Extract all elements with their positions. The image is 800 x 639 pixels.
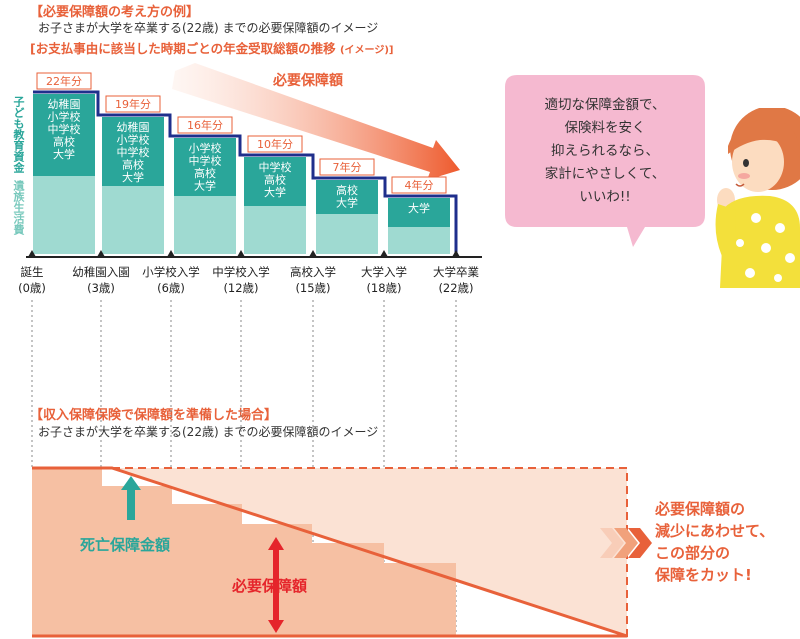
death-benefit-line xyxy=(32,466,628,638)
section2-subtitle: お子さまが大学を卒業する(22歳) までの必要保障額のイメージ xyxy=(38,425,379,439)
years-label: 4年分 xyxy=(405,178,434,192)
education-bar xyxy=(33,94,95,176)
milestone-label: 小学校入学 (6歳) xyxy=(131,264,211,296)
milestone-marker xyxy=(97,250,105,257)
children-education-label: 子ども教育資金 xyxy=(12,96,25,173)
milestone-age: (15歳) xyxy=(295,281,331,295)
living-bar xyxy=(174,196,236,254)
milestone-event: 大学卒業 xyxy=(433,265,479,279)
milestone-label: 大学卒業 (22歳) xyxy=(416,264,496,296)
living-bar xyxy=(244,206,306,254)
school-label: 中学校 xyxy=(48,122,81,136)
years-box xyxy=(177,116,233,134)
section1-subtitle2: [お支払事由に該当した時期ごとの年金受取総額の推移 (イメージ)] xyxy=(30,41,394,56)
years-box xyxy=(319,158,375,176)
school-label: 中学校 xyxy=(117,145,150,159)
school-label: 大学 xyxy=(264,185,286,199)
milestone-label: 大学入学 (18歳) xyxy=(344,264,424,296)
milestone-age: (22歳) xyxy=(438,281,474,295)
required-amount-arrow xyxy=(172,63,460,180)
cut-description: 必要保障額の 減少にあわせて、 この部分の 保障をカット! xyxy=(655,500,775,584)
chevron-icon-2 xyxy=(614,528,638,558)
chevron-icon-1 xyxy=(600,528,624,558)
years-label: 19年分 xyxy=(115,97,151,111)
section1-subtitle: お子さまが大学を卒業する(22歳) までの必要保障額のイメージ xyxy=(38,21,379,35)
education-bar xyxy=(102,117,164,186)
chevron-icon-3 xyxy=(628,528,652,558)
school-label: 大学 xyxy=(336,196,358,210)
years-box xyxy=(36,72,92,90)
milestone-age: (12歳) xyxy=(223,281,259,295)
milestone-marker xyxy=(28,250,36,257)
school-label: 高校 xyxy=(53,135,75,149)
death-benefit-label: 死亡保障金額 xyxy=(80,536,171,554)
milestone-age: (0歳) xyxy=(18,281,46,295)
milestone-marker xyxy=(452,250,460,257)
years-label: 16年分 xyxy=(187,118,223,132)
speech-bubble xyxy=(505,75,705,247)
school-label: 中学校 xyxy=(259,160,292,174)
speech-text: 適切な保障金額で、 保険料を安く 抑えられるなら、 家計にやさしくて、 いいわ!… xyxy=(544,97,666,205)
milestone-marker xyxy=(237,250,245,257)
school-label: 大学 xyxy=(408,201,430,215)
school-label: 小学校 xyxy=(189,141,222,155)
milestone-label: 誕生 (0歳) xyxy=(0,264,72,296)
school-label: 高校 xyxy=(122,158,144,172)
milestone-marker xyxy=(167,250,175,257)
section1-title: 【必要保障額の考え方の例】 xyxy=(30,5,200,20)
school-label: 大学 xyxy=(122,170,144,184)
milestone-label: 中学校入学 (12歳) xyxy=(201,264,281,296)
required-area xyxy=(32,468,456,636)
education-bar xyxy=(388,198,450,227)
milestone-label: 高校入学 (15歳) xyxy=(273,264,353,296)
milestone-event: 高校入学 xyxy=(290,265,336,279)
milestone-event: 小学校入学 xyxy=(142,265,200,279)
school-label: 中学校 xyxy=(189,154,222,168)
years-label: 10年分 xyxy=(257,137,293,151)
milestone-marker xyxy=(380,250,388,257)
years-box xyxy=(391,176,447,194)
milestone-event: 幼稚園入園 xyxy=(72,265,130,279)
required-label: 必要保障額 xyxy=(232,577,308,595)
school-label: 幼稚園 xyxy=(48,98,81,111)
school-label: 幼稚園 xyxy=(117,121,150,134)
milestone-event: 中学校入学 xyxy=(212,265,270,279)
living-bar xyxy=(316,214,378,254)
school-label: 高校 xyxy=(336,183,358,197)
milestone-event: 大学入学 xyxy=(361,265,407,279)
required-double-arrow xyxy=(268,537,284,633)
education-bar xyxy=(174,138,236,196)
stair-chart: 22年分幼稚園小学校中学校高校大学19年分幼稚園小学校中学校高校大学16年分小学… xyxy=(26,63,482,258)
death-benefit-arrow xyxy=(121,476,141,520)
school-label: 小学校 xyxy=(117,133,150,147)
milestone-event: 誕生 xyxy=(20,265,44,279)
education-bar xyxy=(316,180,378,214)
living-bar xyxy=(33,176,95,254)
school-label: 高校 xyxy=(264,173,286,187)
section2-title: 【収入保障保険で保障額を準備した場合】 xyxy=(30,408,278,423)
years-box xyxy=(105,95,161,113)
living-bar xyxy=(388,227,450,254)
years-label: 22年分 xyxy=(46,74,82,88)
living-bar xyxy=(102,186,164,254)
milestone-age: (18歳) xyxy=(366,281,402,295)
woman-illustration xyxy=(715,108,800,288)
school-label: 大学 xyxy=(194,179,216,193)
school-label: 大学 xyxy=(53,147,75,161)
education-bar xyxy=(244,157,306,206)
years-label: 7年分 xyxy=(333,160,362,174)
years-box xyxy=(247,135,303,153)
step-outline xyxy=(33,90,458,255)
family-living-label: 遺族生活費 xyxy=(12,180,25,235)
school-label: 高校 xyxy=(194,166,216,180)
required-amount-label: 必要保障額 xyxy=(273,73,343,89)
milestone-age: (3歳) xyxy=(87,281,115,295)
milestone-label: 幼稚園入園 (3歳) xyxy=(61,264,141,296)
school-label: 小学校 xyxy=(48,110,81,124)
milestone-marker xyxy=(309,250,317,257)
milestone-age: (6歳) xyxy=(157,281,185,295)
